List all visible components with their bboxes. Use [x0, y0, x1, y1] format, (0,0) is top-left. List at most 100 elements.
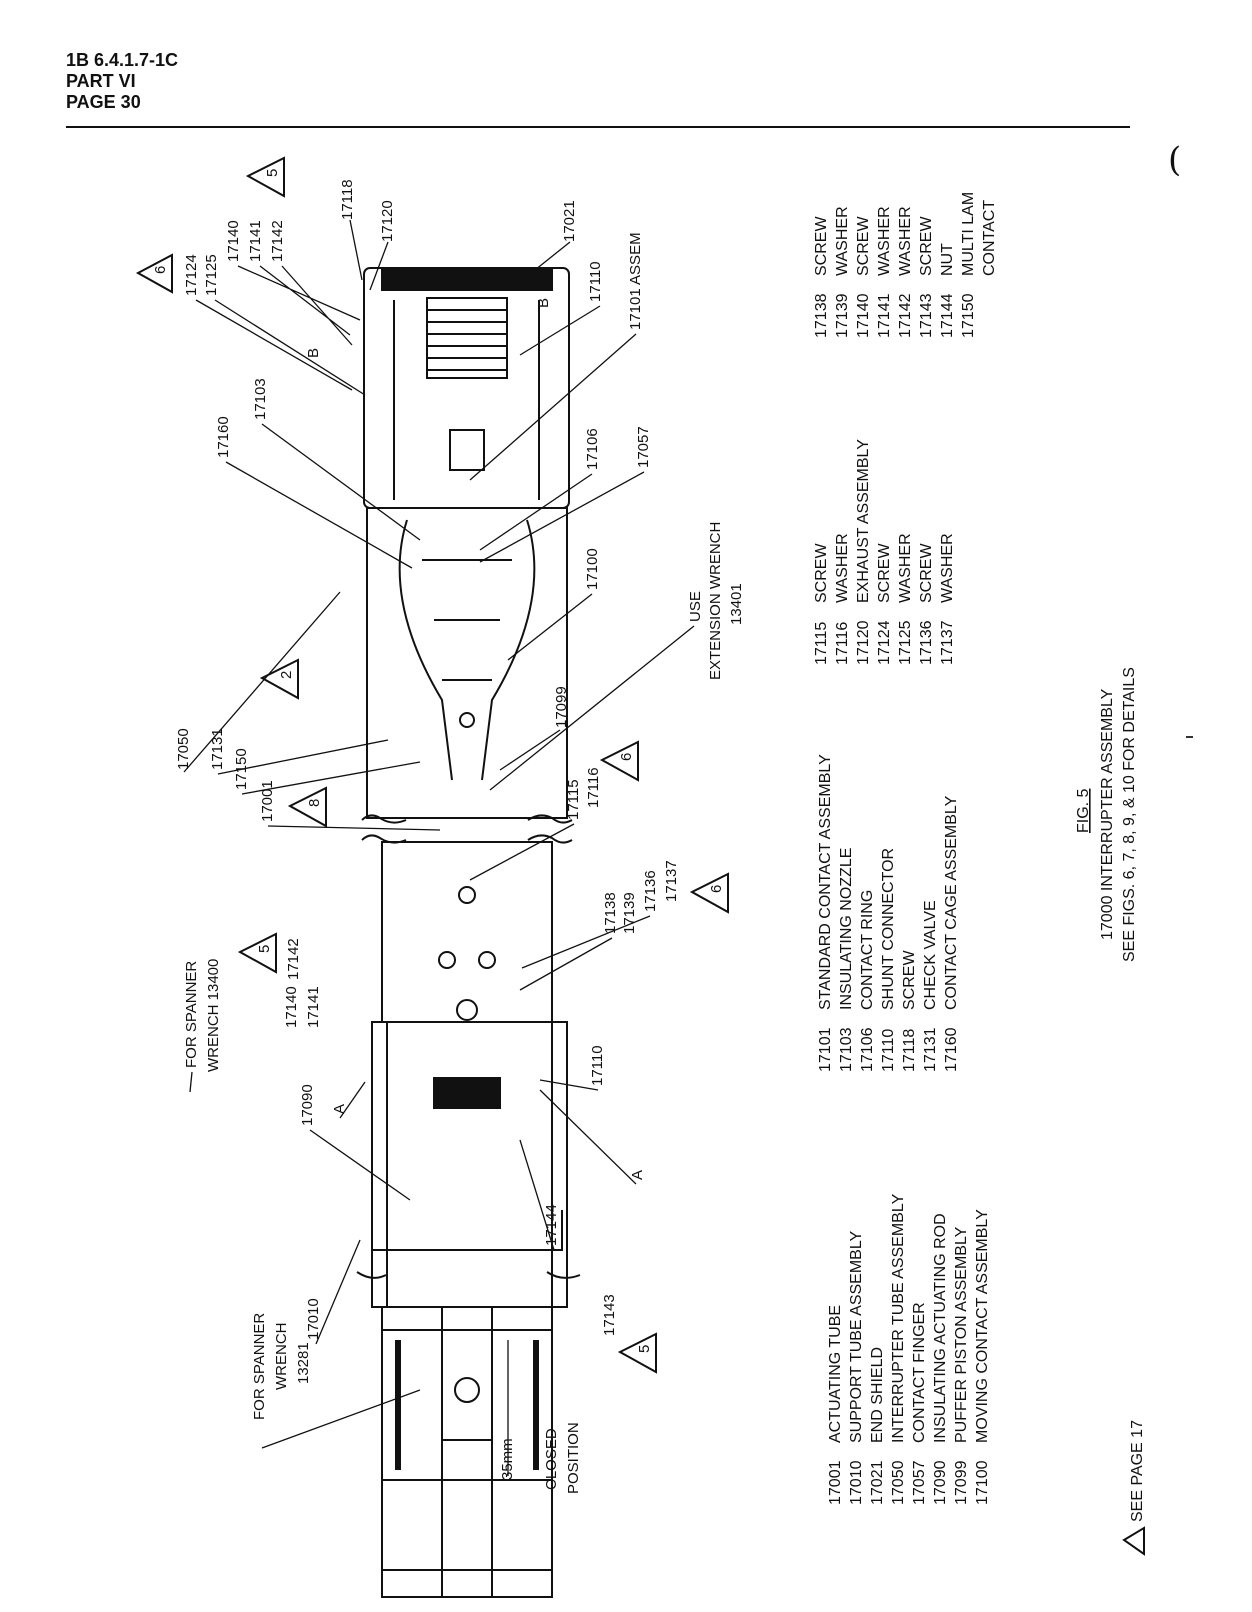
- note-triangle-6-top: 6: [135, 253, 173, 294]
- svg-text:17118: 17118: [901, 1029, 918, 1072]
- svg-text:CONTACT: CONTACT: [981, 200, 998, 276]
- label-17140: 17140: [225, 220, 242, 262]
- svg-text:17115: 17115: [813, 622, 830, 665]
- svg-text:17139: 17139: [834, 293, 851, 338]
- label-b-lower: B: [535, 298, 552, 308]
- label-use: USE: [687, 591, 704, 622]
- svg-text:PUFFER PISTON ASSEMBLY: PUFFER PISTON ASSEMBLY: [953, 1226, 970, 1443]
- svg-text:END SHIELD: END SHIELD: [869, 1347, 886, 1443]
- label-17057: 17057: [635, 426, 652, 468]
- figure-caption: FIG. 5 17000 INTERRUPTER ASSEMBLY SEE FI…: [1075, 667, 1138, 962]
- label-a-upper: A: [331, 1104, 348, 1114]
- label-17144: 17144: [543, 1204, 560, 1246]
- svg-text:WASHER: WASHER: [897, 206, 914, 276]
- label-17141b: 17141: [305, 986, 322, 1028]
- support-tube-housing: [381, 1306, 553, 1598]
- actuating-tube-end: [441, 1329, 493, 1441]
- label-17160: 17160: [215, 416, 232, 458]
- parts-row: 17138 SCREW: [813, 216, 830, 338]
- exhaust-grid: [426, 297, 508, 379]
- label-17050: 17050: [175, 728, 192, 770]
- svg-text:SHUNT CONNECTOR: SHUNT CONNECTOR: [880, 848, 897, 1010]
- label-for-spanner-13281: FOR SPANNER: [251, 1313, 268, 1420]
- svg-text:SCREW: SCREW: [918, 543, 935, 603]
- figure-see-note: SEE FIGS. 6, 7, 8, 9, & 10 FOR DETAILS: [1121, 667, 1138, 962]
- svg-text:17150: 17150: [960, 293, 977, 338]
- interrupter-tube-section: [371, 1021, 568, 1308]
- svg-text:17057: 17057: [911, 1460, 928, 1505]
- see-page-text: SEE PAGE 17: [1129, 1420, 1146, 1522]
- label-closed: CLOSED: [543, 1428, 560, 1490]
- note-triangle-5-top: 5: [245, 156, 285, 198]
- svg-text:17021: 17021: [869, 1460, 886, 1505]
- svg-text:17144: 17144: [939, 293, 956, 338]
- svg-text:SCREW: SCREW: [876, 543, 893, 603]
- svg-text:5: 5: [256, 945, 273, 953]
- leader-lines: [183, 219, 695, 1476]
- svg-text:17120: 17120: [855, 620, 872, 665]
- note-triangle-2: 2: [259, 658, 299, 700]
- note-triangles: 6 5 2 6 8 6 5 5: [135, 156, 729, 1374]
- label-17118: 17118: [339, 179, 356, 220]
- label-17136: 17136: [642, 870, 659, 912]
- label-17103: 17103: [252, 378, 269, 420]
- label-17142: 17142: [269, 220, 286, 262]
- svg-text:SCREW: SCREW: [901, 950, 918, 1010]
- label-position: POSITION: [565, 1422, 582, 1494]
- svg-text:17100: 17100: [974, 1460, 991, 1505]
- nozzle-housing: [366, 507, 568, 819]
- label-a-lower: A: [629, 1170, 646, 1180]
- label-17021: 17021: [561, 200, 578, 242]
- label-17141: 17141: [247, 220, 264, 262]
- label-17106: 17106: [584, 428, 601, 470]
- document-part: PART VI: [66, 71, 136, 91]
- label-wrench-13281: WRENCH: [273, 1323, 290, 1391]
- label-13401: 13401: [728, 583, 745, 625]
- label-wrench-13400: WRENCH 13400: [205, 959, 222, 1072]
- svg-text:MULTI LAM: MULTI LAM: [960, 192, 977, 276]
- label-17110: 17110: [587, 261, 604, 302]
- svg-text:SUPPORT TUBE ASSEMBLY: SUPPORT TUBE ASSEMBLY: [848, 1230, 865, 1443]
- note-triangle-5-bottom: 5: [617, 1332, 657, 1374]
- svg-text:17050: 17050: [890, 1460, 907, 1505]
- note-triangle-6-mid: 6: [599, 740, 639, 782]
- end-shield-inner-lines: [393, 300, 540, 500]
- svg-text:17138: 17138: [813, 293, 830, 338]
- svg-text:6: 6: [152, 266, 169, 274]
- svg-text:17140: 17140: [855, 293, 872, 338]
- label-17137: 17137: [663, 860, 680, 902]
- label-17131: 17131: [209, 728, 226, 770]
- margin-bracket-mark: (: [1168, 140, 1182, 180]
- svg-text:WASHER: WASHER: [939, 533, 956, 603]
- document-header: 1B 6.4.1.7-1C PART VI PAGE 30: [66, 50, 178, 113]
- end-shield-cap: [381, 269, 553, 291]
- svg-text:17001: 17001: [827, 1460, 844, 1505]
- header-rule: [66, 126, 1130, 128]
- document-number: 1B 6.4.1.7-1C: [66, 50, 179, 70]
- note-triangle-6-low: 6: [689, 872, 729, 914]
- contact-pin: [459, 712, 475, 728]
- nozzle-tip: [449, 429, 485, 471]
- svg-text:17103: 17103: [838, 1027, 855, 1072]
- svg-text:SCREW: SCREW: [813, 216, 830, 276]
- svg-text:STANDARD CONTACT ASSEMBLY: STANDARD CONTACT ASSEMBLY: [817, 754, 834, 1010]
- svg-text:ACTUATING TUBE: ACTUATING TUBE: [827, 1305, 844, 1443]
- label-17101-assem: 17101 ASSEM: [627, 232, 644, 330]
- note-triangle-8: 8: [287, 786, 327, 828]
- svg-text:17160: 17160: [943, 1027, 960, 1072]
- svg-text:INSULATING ACTUATING ROD: INSULATING ACTUATING ROD: [932, 1213, 949, 1443]
- flange-lower: [371, 1210, 563, 1251]
